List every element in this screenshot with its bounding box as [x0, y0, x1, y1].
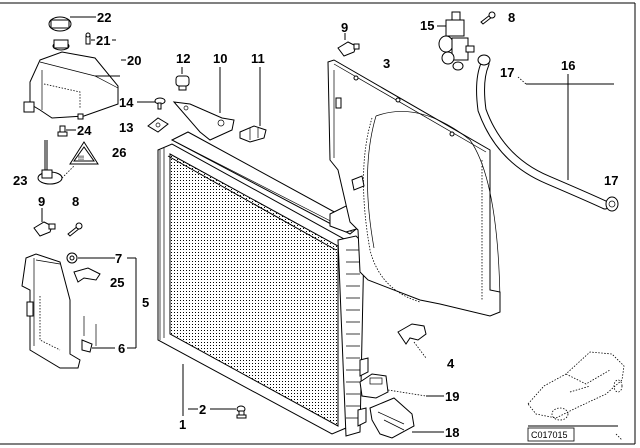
clip-11[interactable]: [239, 125, 267, 143]
callout-7: 7: [115, 251, 122, 266]
radiator[interactable]: [157, 143, 369, 437]
callout-5: 5: [142, 295, 149, 310]
callout-18: 18: [445, 425, 459, 440]
valve-15[interactable]: [438, 11, 475, 71]
clip-4[interactable]: [397, 323, 427, 345]
tank-screw[interactable]: [85, 32, 91, 45]
bracket-6[interactable]: [81, 316, 97, 353]
callout-25: 25: [110, 275, 124, 290]
svg-text:!!!: !!!: [78, 156, 84, 162]
callout-20: 20: [127, 53, 141, 68]
callout-17-top: 17: [500, 65, 514, 80]
callout-21: 21: [96, 33, 110, 48]
tank-cap[interactable]: [48, 16, 72, 32]
callout-15: 15: [420, 18, 434, 33]
callout-1: 1: [179, 417, 186, 432]
callout-14: 14: [119, 95, 134, 110]
callout-2: 2: [199, 402, 206, 417]
callout-9-left: 9: [38, 194, 45, 209]
plug-9-left[interactable]: [33, 221, 56, 237]
diagram-id-box: C017015: [527, 427, 575, 442]
diagram-id: C017015: [531, 430, 568, 440]
grommet-12[interactable]: [175, 75, 190, 91]
callout-10: 10: [213, 51, 227, 66]
fan-shroud[interactable]: [327, 59, 501, 317]
callout-11: 11: [251, 51, 265, 66]
callout-23: 23: [13, 173, 27, 188]
coolant-hose[interactable]: [476, 54, 619, 212]
grommet-7[interactable]: [66, 252, 78, 264]
clip-13[interactable]: [147, 117, 169, 133]
clip-25[interactable]: [73, 267, 101, 283]
callout-9-top: 9: [341, 20, 348, 35]
sensor-23[interactable]: [37, 140, 63, 185]
callout-8-top: 8: [508, 10, 515, 25]
callout-3: 3: [383, 56, 390, 71]
screw-8-top[interactable]: [480, 11, 496, 25]
callout-8-left: 8: [72, 194, 79, 209]
callout-24: 24: [77, 123, 92, 138]
callout-17-bottom: 17: [604, 173, 618, 188]
plug-9-top[interactable]: [337, 41, 360, 57]
callout-13: 13: [119, 120, 133, 135]
callout-16: 16: [561, 58, 575, 73]
bracket-18[interactable]: [369, 397, 415, 439]
callout-12: 12: [176, 51, 190, 66]
expansion-tank[interactable]: [23, 39, 119, 120]
mount-19[interactable]: [359, 373, 389, 399]
screw-8-left[interactable]: [67, 222, 83, 237]
air-duct-left[interactable]: [21, 253, 81, 369]
tank-bolt[interactable]: [57, 125, 68, 137]
bolt-14[interactable]: [154, 97, 166, 110]
bracket-10[interactable]: [172, 101, 235, 141]
vehicle-thumbnail: [527, 351, 625, 421]
warning-label-26[interactable]: !!!: [69, 141, 99, 165]
callout-19: 19: [445, 389, 459, 404]
callout-6: 6: [118, 341, 125, 356]
callout-26: 26: [112, 145, 126, 160]
callout-22: 22: [97, 10, 111, 25]
callout-4: 4: [447, 356, 455, 371]
bolt-2[interactable]: [236, 405, 247, 419]
